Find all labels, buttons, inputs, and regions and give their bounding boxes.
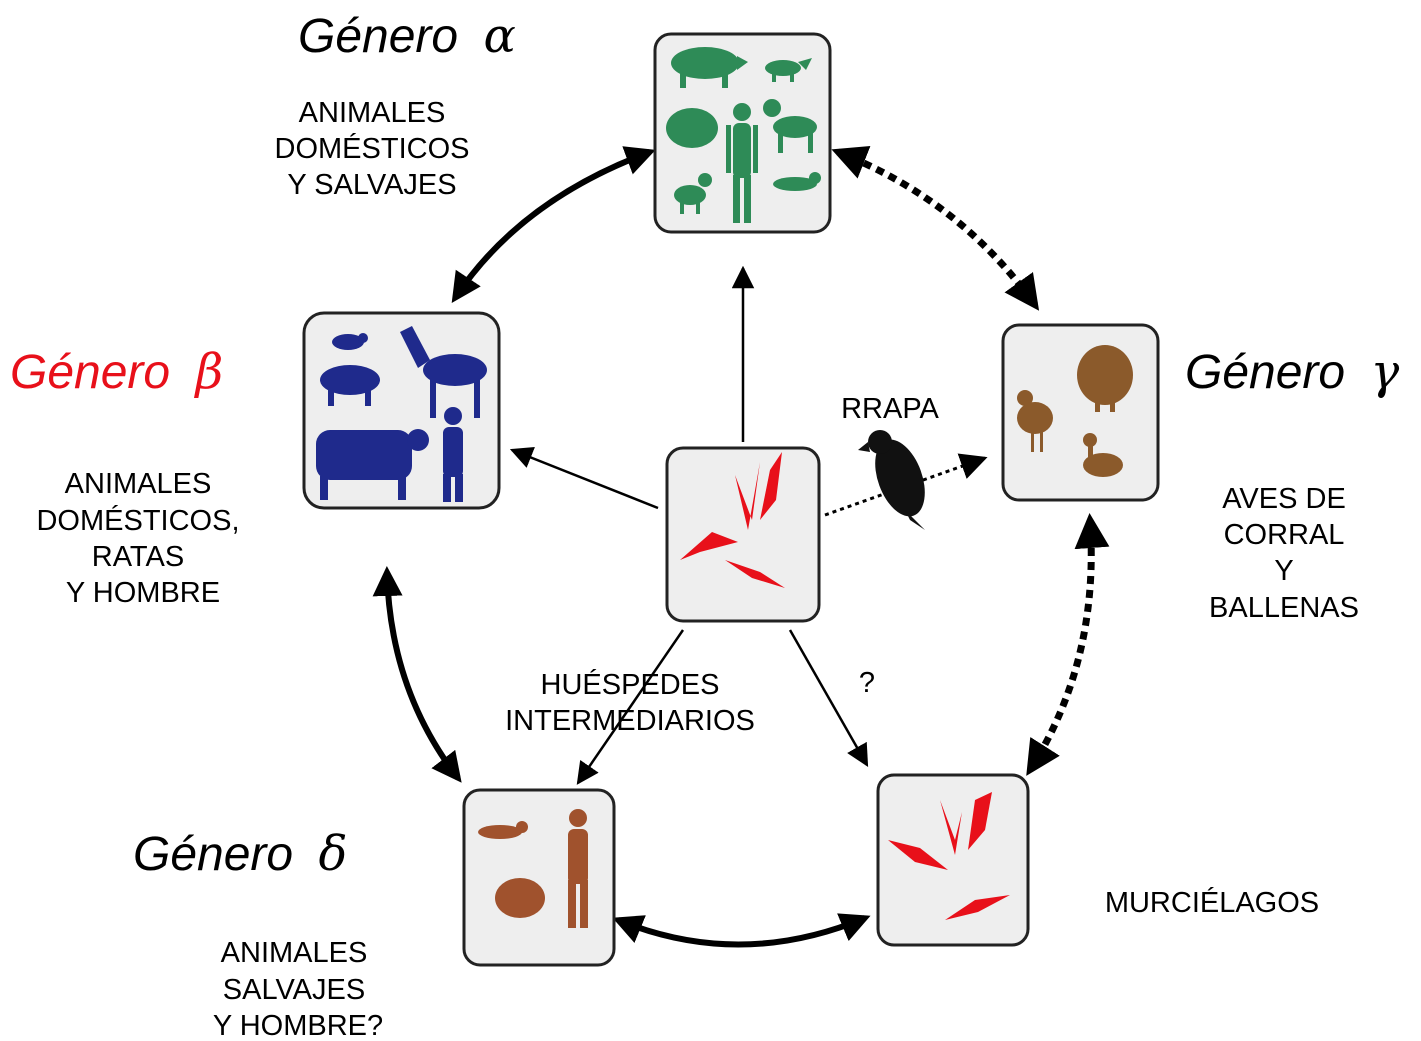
beta-hosts-caption: ANIMALES DOMÉSTICOS, RATAS Y HOMBRE [36, 468, 239, 609]
caption-line: CORRAL [1224, 519, 1345, 551]
caption-line: AVES DE [1222, 483, 1346, 515]
arrow-gamma-bats [1026, 513, 1110, 776]
gamma-hosts-caption: AVES DE CORRAL Y BALLENAS [1209, 483, 1359, 624]
caption-line: SALVAJES [223, 974, 365, 1006]
caption-line: ANIMALES [65, 468, 212, 500]
arrow-beta-alpha [451, 146, 656, 303]
ferret-icon [478, 821, 528, 839]
falcon-icon [858, 430, 925, 530]
genus-alpha-word: Género [298, 10, 458, 63]
human-icon [443, 407, 463, 502]
fox-icon [765, 58, 812, 82]
caption-line: Y HOMBRE? [213, 1010, 383, 1041]
intermediate-hosts-caption: HUÉSPEDES INTERMEDIARIOS [505, 668, 755, 737]
rooster-icon [1017, 390, 1053, 452]
caption-line: Y HOMBRE [66, 577, 220, 609]
bats-host-box [876, 773, 1030, 947]
badger-icon [666, 108, 718, 148]
raptor-label: RRAPA [841, 393, 939, 425]
badger-icon [495, 878, 545, 918]
human-icon [726, 103, 758, 223]
genus-beta-letter: β [193, 344, 223, 400]
delta-hosts-caption: ANIMALES SALVAJES Y HOMBRE? [213, 937, 383, 1041]
genus-gamma-letter: γ [1370, 344, 1399, 400]
genus-delta-word: Género [133, 828, 293, 881]
human-icon [568, 809, 588, 928]
arrow-bats-delta [612, 913, 871, 948]
horse-icon [400, 326, 487, 418]
delta-host-box [462, 788, 616, 967]
caption-line: INTERMEDIARIOS [505, 705, 755, 737]
arrow-delta-beta [372, 566, 462, 783]
ferret-icon [773, 172, 821, 191]
caption-line: RATAS [92, 541, 184, 573]
arrow-center-delta [576, 629, 685, 785]
pig-icon [320, 365, 380, 406]
caption-line: DOMÉSTICOS, [36, 504, 239, 537]
genus-gamma-title: Género γ [1185, 344, 1399, 400]
beta-host-box [302, 311, 501, 510]
cat-icon [674, 173, 712, 214]
genus-delta-title: Género δ [133, 826, 347, 882]
unknown-route-mark: ? [859, 667, 875, 699]
rat-icon [332, 333, 368, 350]
bat-icon [680, 452, 785, 588]
caption-line: HUÉSPEDES [541, 668, 720, 701]
caption-line: Y SALVAJES [287, 169, 456, 201]
caption-line: Y [1274, 555, 1293, 587]
arrow-center-beta [509, 447, 659, 510]
genus-beta-word: Género [10, 346, 170, 399]
gamma-host-box [1001, 323, 1160, 502]
duck-icon [1083, 433, 1123, 477]
genus-beta-title: Género β [10, 344, 223, 400]
bat-origin-box [665, 446, 821, 623]
cow-icon [316, 429, 429, 500]
genus-alpha-title: Género α [298, 8, 516, 64]
caption-line: DOMÉSTICOS [275, 132, 470, 165]
genus-gamma-word: Género [1185, 346, 1345, 399]
bat-icon [888, 792, 1010, 920]
pig-icon [671, 47, 748, 88]
alpha-hosts-caption: ANIMALES DOMÉSTICOS Y SALVAJES [275, 97, 470, 201]
arrow-center-bats [788, 629, 869, 767]
dog-icon [763, 99, 817, 153]
caption-line: ANIMALES [299, 97, 446, 129]
caption-line: ANIMALES [221, 937, 368, 969]
alpha-host-box [653, 32, 832, 234]
turkey-icon [1077, 345, 1133, 412]
caption-line: BALLENAS [1209, 592, 1359, 624]
arrow-alpha-gamma [831, 145, 1040, 311]
bats-caption: MURCIÉLAGOS [1105, 886, 1319, 919]
genus-alpha-letter: α [483, 8, 515, 64]
genus-delta-letter: δ [318, 826, 347, 882]
